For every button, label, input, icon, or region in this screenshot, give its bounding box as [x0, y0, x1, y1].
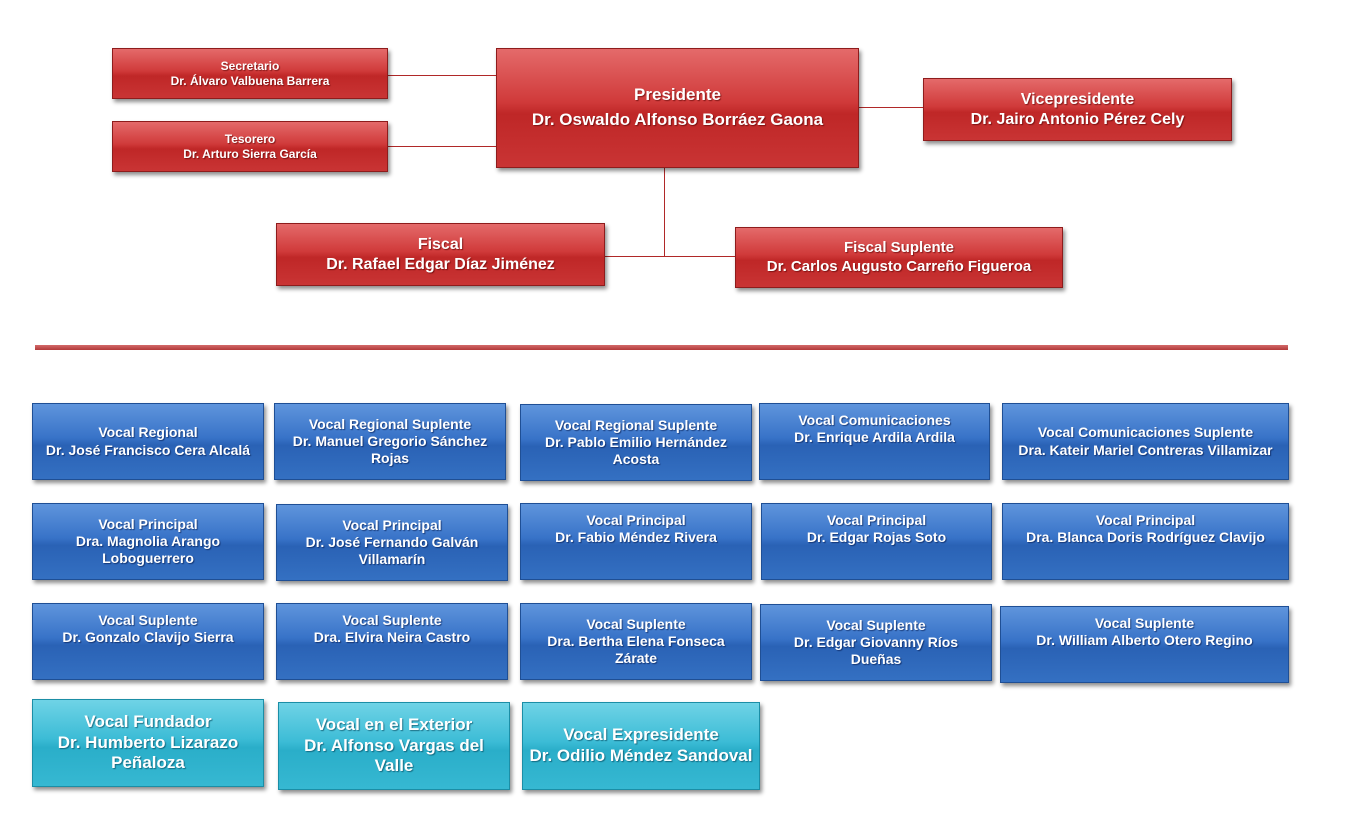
vocal-box: Vocal Suplente Dra. Bertha Elena Fonseca… — [520, 603, 752, 680]
vocal-name: Dr. Odilio Méndez Sandoval — [529, 746, 753, 765]
vocal-name: Dr. Humberto Lizarazo Peñaloza — [57, 732, 239, 773]
tesorero-box: Tesorero Dr. Arturo Sierra García — [112, 121, 388, 172]
tesorero-role: Tesorero — [224, 131, 276, 146]
vocal-role: Vocal Fundador — [84, 711, 212, 731]
vocal-role: Vocal Suplente — [826, 616, 926, 633]
presidente-role: Presidente — [634, 85, 721, 105]
vocal-box: Vocal Regional Dr. José Francisco Cera A… — [32, 403, 264, 480]
vocal-name: Dr. Alfonso Vargas del Valle — [304, 735, 484, 776]
vocal-name: Dra. Bertha Elena Fonseca Zárate — [547, 632, 725, 667]
presidente-name: Dr. Oswaldo Alfonso Borráez Gaona — [531, 110, 824, 129]
vicepresidente-box: Vicepresidente Dr. Jairo Antonio Pérez C… — [923, 78, 1232, 141]
vocal-name: Dr. William Alberto Otero Regino — [1036, 632, 1253, 649]
vocal-name: Dr. José Fernando Galván Villamarín — [305, 533, 479, 568]
vocal-box: Vocal Suplente Dra. Elvira Neira Castro — [276, 603, 508, 680]
vocal-role: Vocal Comunicaciones — [798, 412, 951, 428]
vocal-box: Vocal Comunicaciones Suplente Dra. Katei… — [1002, 403, 1289, 480]
secretario-name: Dr. Álvaro Valbuena Barrera — [170, 73, 330, 88]
vocal-name: Dra. Blanca Doris Rodríguez Clavijo — [1026, 529, 1265, 546]
vocal-name: Dr. Manuel Gregorio Sánchez Rojas — [292, 432, 488, 467]
connector-fiscal-fiscal-suplente — [605, 256, 735, 257]
vicepresidente-role: Vicepresidente — [1020, 90, 1135, 108]
vocal-box: Vocal Regional Suplente Dr. Pablo Emilio… — [520, 404, 752, 481]
vocal-fundador-box: Vocal Fundador Dr. Humberto Lizarazo Peñ… — [32, 699, 264, 787]
fiscal-suplente-role: Fiscal Suplente — [843, 239, 955, 257]
connector-tesorero-presidente — [388, 146, 496, 147]
vocal-name: Dr. Fabio Méndez Rivera — [555, 529, 717, 546]
vocal-role: Vocal Suplente — [1094, 615, 1195, 631]
vocal-role: Vocal Principal — [1095, 512, 1196, 528]
vocal-role: Vocal Regional Suplente — [554, 416, 718, 433]
vocal-name: Dra. Magnolia Arango Loboguerrero — [75, 532, 221, 567]
vocal-role: Vocal Regional Suplente — [308, 415, 472, 432]
vocal-role: Vocal Principal — [342, 516, 442, 533]
vocal-box: Vocal Principal Dr. Edgar Rojas Soto — [761, 503, 992, 580]
vocal-exterior-box: Vocal en el Exterior Dr. Alfonso Vargas … — [278, 702, 510, 790]
presidente-box: Presidente Dr. Oswaldo Alfonso Borráez G… — [496, 48, 859, 168]
connector-presidente-vicepresidente — [859, 107, 923, 108]
vocal-expresidente-box: Vocal Expresidente Dr. Odilio Méndez San… — [522, 702, 760, 790]
vocal-name: Dr. Gonzalo Clavijo Sierra — [62, 629, 234, 646]
secretario-role: Secretario — [220, 58, 280, 73]
fiscal-name: Dr. Rafael Edgar Díaz Jiménez — [326, 255, 555, 273]
vocal-box: Vocal Principal Dra. Blanca Doris Rodríg… — [1002, 503, 1289, 580]
vocal-box: Vocal Suplente Dr. Gonzalo Clavijo Sierr… — [32, 603, 264, 680]
vocal-name: Dra. Elvira Neira Castro — [313, 629, 471, 646]
vocal-role: Vocal Regional — [98, 424, 198, 441]
secretario-box: Secretario Dr. Álvaro Valbuena Barrera — [112, 48, 388, 99]
fiscal-role: Fiscal — [417, 235, 464, 253]
vocal-box: Vocal Suplente Dr. Edgar Giovanny Ríos D… — [760, 604, 992, 681]
vocal-role: Vocal Comunicaciones Suplente — [1037, 424, 1254, 441]
vocal-name: Dr. Pablo Emilio Hernández Acosta — [544, 433, 728, 468]
fiscal-suplente-name: Dr. Carlos Augusto Carreño Figueroa — [766, 257, 1032, 275]
fiscal-suplente-box: Fiscal Suplente Dr. Carlos Augusto Carre… — [735, 227, 1063, 288]
vocal-name: Dr. José Francisco Cera Alcalá — [45, 441, 251, 458]
vicepresidente-name: Dr. Jairo Antonio Pérez Cely — [970, 110, 1185, 128]
vocal-box: Vocal Principal Dra. Magnolia Arango Lob… — [32, 503, 264, 580]
connector-secretario-presidente — [388, 75, 496, 76]
vocal-role: Vocal Suplente — [342, 612, 442, 628]
vocal-box: Vocal Suplente Dr. William Alberto Otero… — [1000, 606, 1289, 683]
fiscal-box: Fiscal Dr. Rafael Edgar Díaz Jiménez — [276, 223, 605, 286]
vocal-box: Vocal Comunicaciones Dr. Enrique Ardila … — [759, 403, 990, 480]
vocal-role: Vocal Principal — [98, 515, 198, 532]
vocal-name: Dra. Kateir Mariel Contreras Villamizar — [1018, 441, 1273, 458]
section-separator — [35, 345, 1288, 350]
vocal-role: Vocal Suplente — [586, 615, 686, 632]
vocal-box: Vocal Principal Dr. Fabio Méndez Rivera — [520, 503, 752, 580]
vocal-role: Vocal Principal — [586, 512, 686, 528]
vocal-box: Vocal Principal Dr. José Fernando Galván… — [276, 504, 508, 581]
tesorero-name: Dr. Arturo Sierra García — [183, 146, 317, 161]
vocal-name: Dr. Enrique Ardila Ardila — [794, 429, 955, 446]
vocal-role: Vocal Principal — [826, 512, 927, 528]
vocal-name: Dr. Edgar Giovanny Ríos Dueñas — [793, 633, 959, 668]
vocal-role: Vocal Suplente — [98, 612, 198, 628]
vocal-name: Dr. Edgar Rojas Soto — [806, 529, 947, 546]
vocal-role: Vocal en el Exterior — [315, 714, 473, 734]
connector-presidente-fiscales — [664, 168, 665, 257]
vocal-role: Vocal Expresidente — [563, 725, 719, 745]
vocal-box: Vocal Regional Suplente Dr. Manuel Grego… — [274, 403, 506, 480]
